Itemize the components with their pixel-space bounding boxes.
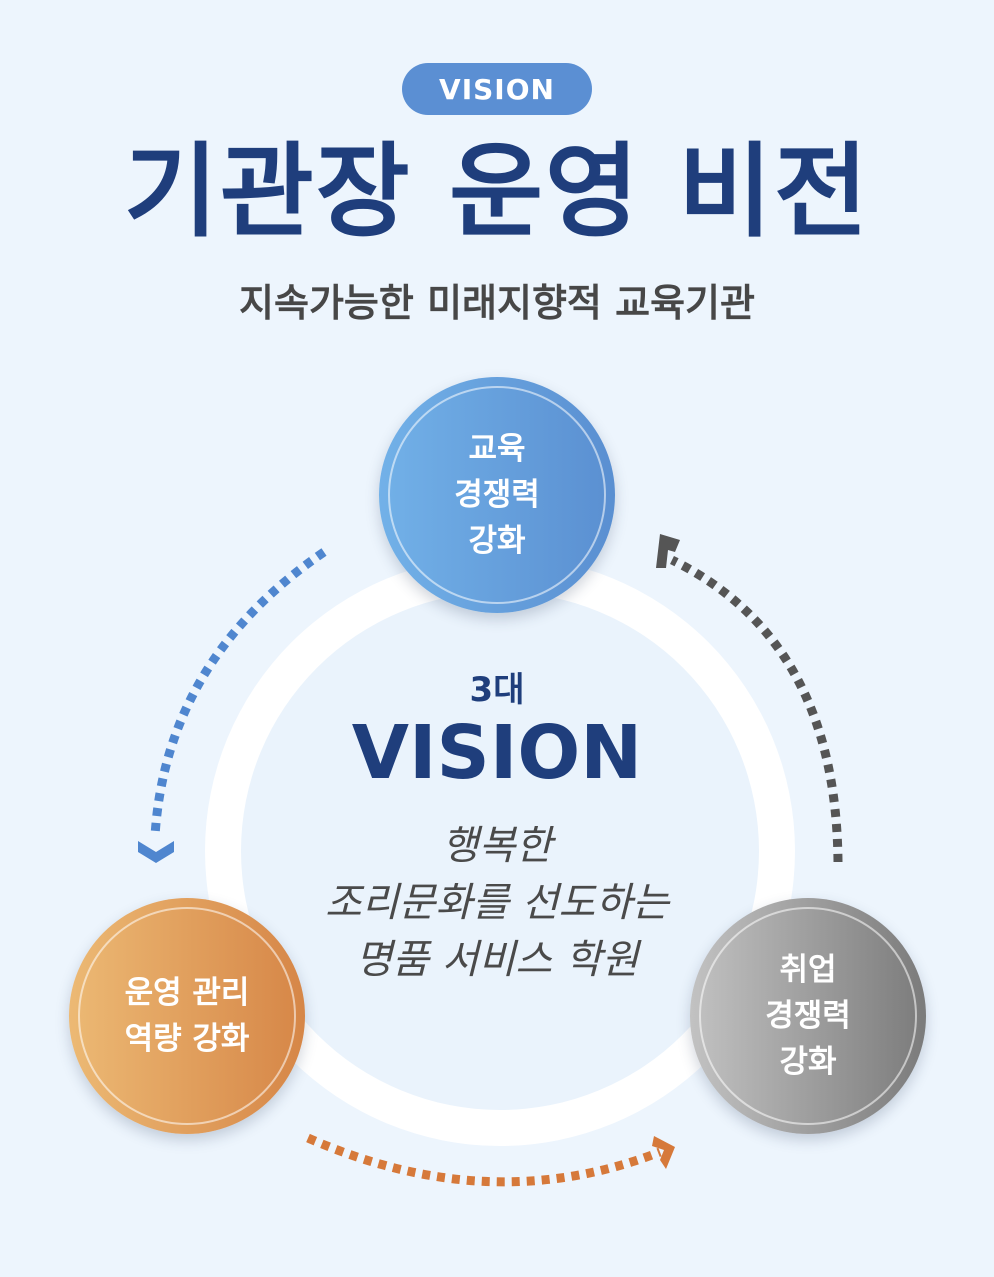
vision-badge: VISION [402, 63, 592, 115]
vision-ring-inner [241, 592, 759, 1110]
arrow-education-to-operation [150, 548, 327, 837]
center-slogan: 행복한 조리문화를 선도하는 명품 서비스 학원 [325, 823, 669, 983]
node-employment-label: 취업 경쟁력 강화 [765, 952, 851, 1080]
arrow-employment-to-education [670, 555, 843, 863]
page-title: 기관장 운영 비전 [124, 133, 870, 252]
arrowhead-gray-icon [656, 534, 680, 568]
node-employment-competitiveness: 취업 경쟁력 강화 [690, 898, 926, 1134]
page-subtitle: 지속가능한 미래지향적 교육기관 [239, 281, 755, 325]
node-operation-label: 운영 관리 역량 강화 [124, 975, 250, 1057]
arrowhead-blue-icon [138, 841, 174, 863]
node-education-label: 교육 경쟁력 강화 [454, 431, 540, 559]
arrow-operation-to-employment [306, 1133, 662, 1187]
center-count-label: 3대 [469, 670, 525, 710]
node-education-competitiveness: 교육 경쟁력 강화 [379, 377, 615, 613]
arrowhead-orange-icon [652, 1136, 675, 1169]
center-vision-label: VISION [351, 710, 643, 796]
node-operation-management: 운영 관리 역량 강화 [69, 898, 305, 1134]
vision-badge-label: VISION [439, 72, 555, 106]
